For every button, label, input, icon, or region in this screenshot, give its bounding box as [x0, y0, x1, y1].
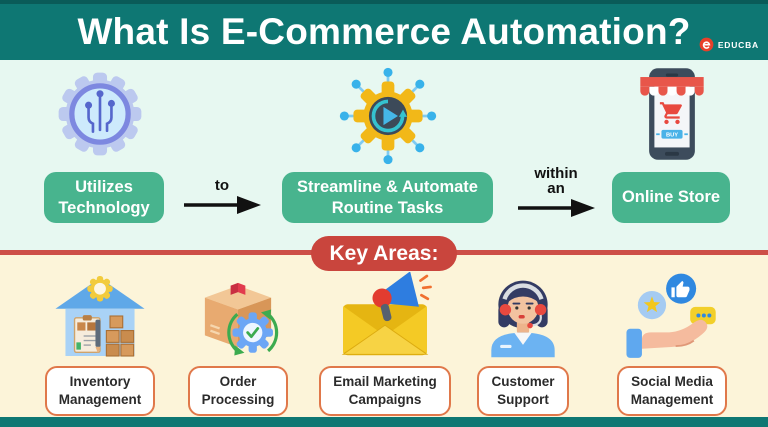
buy-button-label: BUY [666, 132, 678, 138]
bottom-strip [0, 417, 768, 427]
key-areas-heading: Key Areas: [329, 241, 439, 265]
key-areas-ribbon: Key Areas: [311, 236, 457, 271]
key-area-inventory-management: Inventory Management [26, 264, 174, 417]
right-arrow-icon [518, 199, 595, 217]
envelope-megaphone-icon [341, 272, 432, 356]
connector-to: to [182, 178, 262, 216]
area-label-customer-support: Customer Support [477, 366, 569, 417]
area-label-order-processing: Order Processing [187, 366, 289, 417]
key-area-customer-support: Customer Support [449, 264, 597, 417]
flow-step-utilizes-technology: Utilizes Technology [44, 172, 164, 223]
support-agent-icon-box [479, 264, 567, 362]
automation-network-icon [339, 67, 437, 165]
hand-social-icon [626, 273, 716, 358]
connector-within-an: within an [516, 166, 596, 219]
flow-step-online-store: Online Store [612, 172, 730, 223]
area-label-email-marketing: Email Marketing Campaigns [319, 366, 451, 417]
connector-within-an-label: within an [534, 165, 578, 197]
area-label-social-media: Social Media Management [616, 366, 728, 417]
technology-gear-icon [58, 72, 142, 156]
page-title: What Is E-Commerce Automation? [77, 11, 691, 52]
header-banner: What Is E-Commerce Automation? EDUCBA [0, 0, 768, 60]
connector-to-label: to [214, 177, 230, 194]
package-gear-icon-box [192, 264, 284, 362]
package-gear-icon [204, 282, 279, 356]
support-agent-icon [491, 280, 555, 358]
hand-social-icon-box [621, 264, 723, 362]
online-store-phone-icon: BUY [640, 68, 704, 160]
right-arrow-icon [184, 196, 261, 214]
area-label-inventory-management: Inventory Management [44, 366, 156, 417]
envelope-megaphone-icon-box [334, 264, 436, 362]
key-area-order-processing: Order Processing [164, 264, 312, 417]
flow-step-streamline-automate: Streamline & Automate Routine Tasks [282, 172, 493, 223]
key-area-email-marketing: Email Marketing Campaigns [311, 264, 459, 417]
brand-name: EDUCBA [717, 39, 759, 50]
key-area-social-media: Social Media Management [598, 264, 746, 417]
brand-logo: EDUCBA [699, 37, 759, 52]
warehouse-icon [55, 276, 145, 357]
educba-logo-icon [699, 37, 714, 52]
warehouse-icon-box [50, 264, 150, 362]
